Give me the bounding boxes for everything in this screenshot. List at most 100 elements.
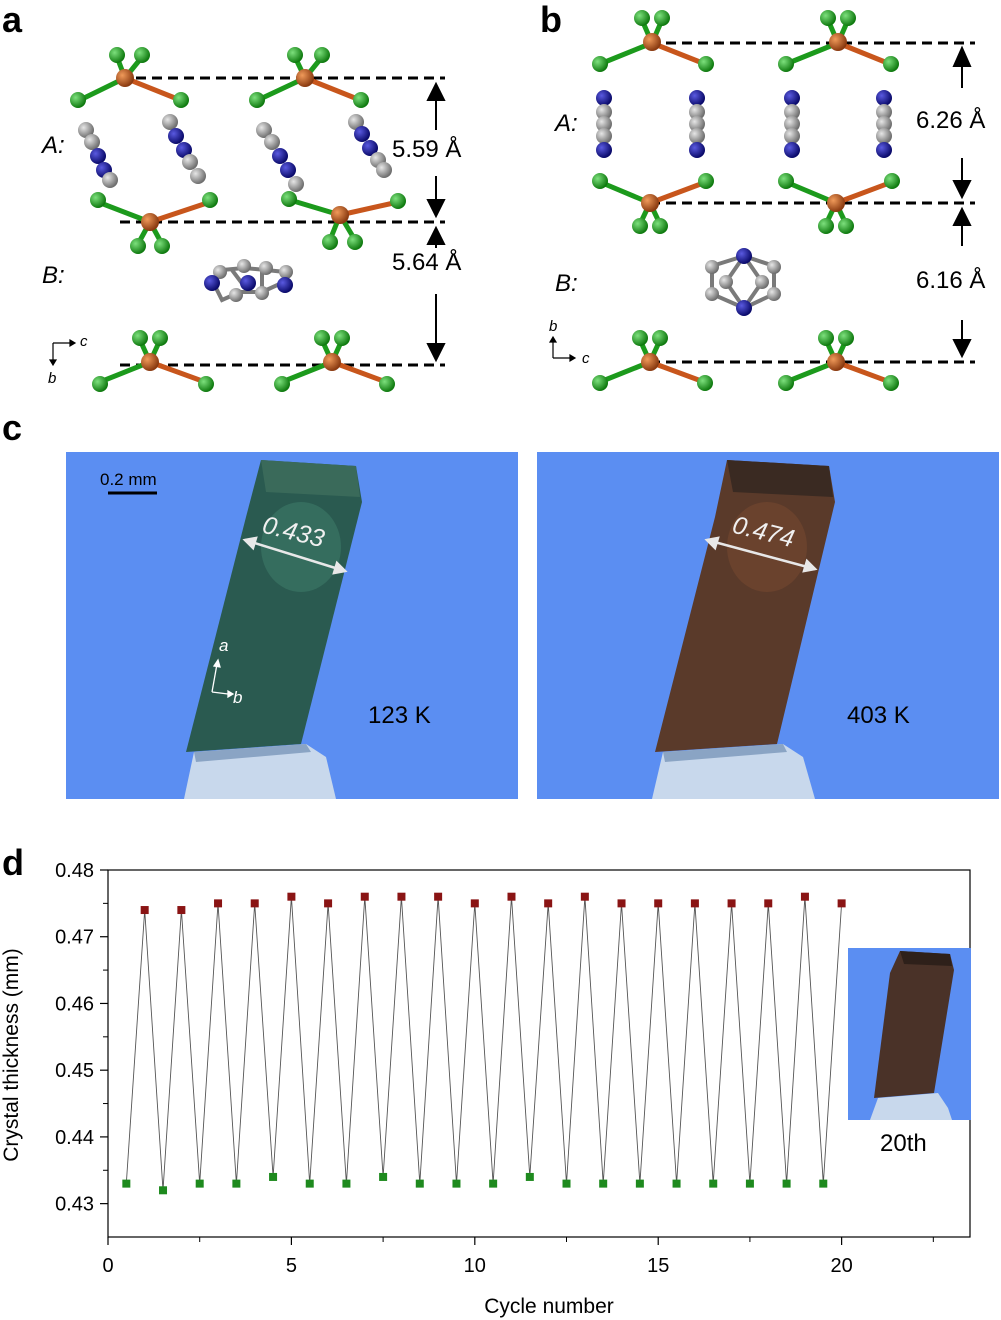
fecl4-unit	[90, 192, 218, 254]
layer-a-label: A:	[555, 110, 578, 137]
data-point-high	[177, 906, 186, 915]
data-point-high	[837, 899, 846, 908]
molecule-a	[784, 90, 800, 158]
distance-arrows	[952, 45, 972, 359]
axis-label: c	[582, 350, 590, 367]
axis-indicator-b	[548, 335, 577, 363]
fecl4-unit	[592, 330, 713, 391]
data-point-low	[819, 1179, 828, 1188]
axis-label: b	[549, 318, 558, 335]
data-point-high	[397, 892, 406, 901]
data-point-low	[709, 1179, 718, 1188]
data-point-low	[232, 1179, 241, 1188]
data-point-high	[800, 892, 809, 901]
data-point-high	[727, 899, 736, 908]
molecule-a	[348, 114, 392, 178]
temperature-label-high: 403 K	[847, 702, 910, 729]
molecule-b-atoms	[705, 248, 781, 316]
inset-crystal-photo	[848, 948, 971, 1120]
axis-indicator-a	[48, 338, 77, 367]
data-point-low	[452, 1179, 461, 1188]
molecule-a	[78, 122, 118, 188]
data-point-high	[690, 899, 699, 908]
fecl4-unit	[778, 330, 899, 391]
data-point-low	[305, 1179, 314, 1188]
data-point-high	[764, 899, 773, 908]
data-point-high	[617, 899, 626, 908]
data-point-low	[195, 1179, 204, 1188]
data-point-high	[250, 899, 259, 908]
panel-a-structure	[48, 47, 446, 392]
molecule-a	[596, 90, 612, 158]
x-axis-label: Cycle number	[484, 1295, 614, 1318]
crystal-photo-403k	[537, 452, 999, 799]
molecule-a	[162, 114, 206, 184]
data-point-low	[159, 1186, 168, 1195]
distance-label: 6.26 Å	[916, 107, 986, 134]
data-point-high	[324, 899, 333, 908]
data-point-high	[544, 899, 553, 908]
data-point-high	[360, 892, 369, 901]
data-point-low	[122, 1179, 131, 1188]
distance-label: 5.59 Å	[392, 136, 462, 163]
data-point-high	[214, 899, 223, 908]
axis-label: c	[80, 333, 88, 350]
data-point-high	[507, 892, 516, 901]
data-point-low	[782, 1179, 791, 1188]
molecule-a	[876, 90, 892, 158]
data-point-high	[654, 899, 663, 908]
fecl4-unit	[249, 47, 369, 108]
data-point-low	[525, 1172, 534, 1181]
distance-label: 6.16 Å	[916, 267, 986, 294]
data-point-high	[287, 892, 296, 901]
data-point-low	[342, 1179, 351, 1188]
temperature-label-low: 123 K	[368, 702, 431, 729]
fecl4-unit	[70, 47, 189, 108]
panel-c-letter: c	[2, 407, 23, 448]
x-tick-label: 10	[464, 1255, 486, 1277]
axis-label: b	[48, 370, 57, 387]
data-point-low	[489, 1179, 498, 1188]
y-tick-label: 0.47	[55, 927, 94, 949]
y-tick-label: 0.44	[55, 1127, 94, 1149]
inset-label: 20th	[880, 1130, 927, 1157]
scale-bar-label: 0.2 mm	[100, 470, 157, 489]
series-line	[125, 896, 843, 1191]
inset-image	[870, 951, 954, 1120]
panel-a-letter: a	[2, 0, 23, 40]
dashed-line	[120, 76, 445, 367]
axis-label: a	[219, 636, 229, 655]
data-point-low	[672, 1179, 681, 1188]
molecule-b-atoms	[204, 259, 293, 302]
axis-label: b	[233, 688, 243, 707]
x-tick-label: 5	[286, 1255, 297, 1277]
y-tick-label: 0.45	[55, 1060, 94, 1082]
data-point-low	[745, 1179, 754, 1188]
data-point-low	[599, 1179, 608, 1188]
data-point-high	[140, 906, 149, 915]
axis-indicator-c	[211, 658, 235, 699]
data-point-high	[470, 899, 479, 908]
molecule-a	[256, 122, 304, 192]
crystal-image	[652, 460, 835, 799]
x-tick-label: 0	[102, 1255, 113, 1277]
distance-arrows	[426, 81, 446, 363]
data-point-low	[562, 1179, 571, 1188]
data-point-high	[580, 892, 589, 901]
fecl4-unit	[92, 330, 214, 392]
distance-label: 5.64 Å	[392, 249, 462, 276]
fecl4-unit	[274, 330, 395, 392]
y-tick-label: 0.46	[55, 993, 94, 1015]
panel-c-overlay	[108, 491, 818, 699]
fecl4-unit	[592, 173, 714, 234]
data-point-low	[379, 1172, 388, 1181]
layer-b-label: B:	[555, 270, 578, 297]
panel-b-letter: b	[540, 0, 562, 40]
chart-markers	[122, 892, 846, 1195]
layer-b-label: B:	[42, 262, 65, 289]
data-point-low	[269, 1172, 278, 1181]
y-tick-label: 0.43	[55, 1194, 94, 1216]
data-point-low	[415, 1179, 424, 1188]
fecl4-unit	[778, 10, 899, 72]
